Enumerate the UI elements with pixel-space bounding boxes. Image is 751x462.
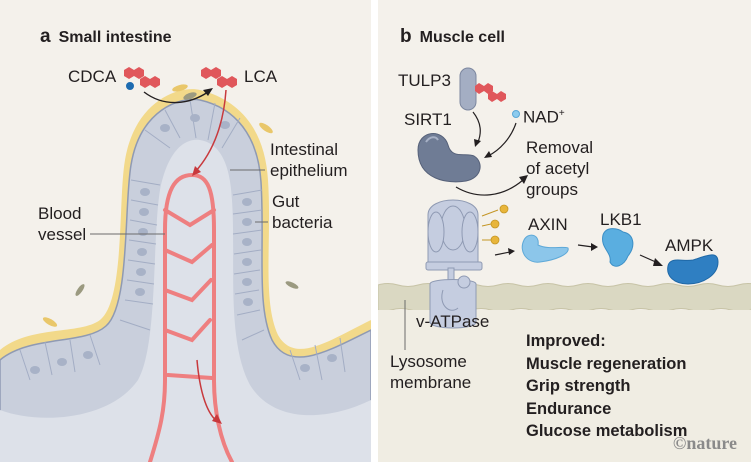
label-v-atpase: v-ATPase — [416, 312, 490, 331]
label-blood-vessel-line2: vessel — [38, 225, 87, 244]
nature-credit: ©nature — [672, 433, 737, 453]
bacteria-sprites — [42, 84, 299, 327]
cdca-molecule — [124, 67, 160, 88]
panel-muscle-cell: b Muscle cell TULP3 SIRT1 NAD+ Removal of… — [378, 0, 751, 462]
axin-protein — [521, 234, 569, 263]
label-lysosome-line1: Lysosome — [390, 352, 467, 371]
arrowhead-red-down — [192, 166, 201, 176]
label-sirt1: SIRT1 — [404, 110, 452, 129]
label-lkb1: LKB1 — [600, 210, 642, 229]
sirt1-protein — [417, 133, 481, 183]
label-blood-vessel: Blood vessel — [38, 203, 86, 245]
lkb1-protein — [602, 228, 634, 267]
label-gut-bacteria: Gut bacteria — [272, 191, 332, 233]
arrowhead-lkb1 — [591, 243, 598, 251]
outcomes-heading: Improved: — [526, 332, 606, 350]
label-cdca: CDCA — [68, 67, 117, 86]
arrow-axin-to-lkb1 — [577, 244, 594, 248]
nad-molecule — [512, 110, 520, 118]
panel-letter-b: b — [400, 26, 412, 47]
conversion-arrow — [143, 91, 209, 104]
sirt1-highlight — [425, 136, 439, 143]
bile-acid-arrow-into-vessel — [194, 89, 227, 173]
outcome-item: Endurance — [526, 399, 612, 418]
label-removal-line2: of acetyl — [526, 159, 590, 178]
outcome-item: Grip strength — [526, 377, 631, 395]
label-intestinal-epithelium: Intestinal epithelium — [270, 139, 348, 181]
improved-outcomes-list: Improved: Muscle regeneration Grip stren… — [526, 330, 687, 443]
acetyl-bonds — [481, 209, 499, 241]
arrowhead-red-bottom — [212, 414, 222, 424]
v-atpase-complex — [425, 199, 483, 329]
label-gut-bacteria-line2: bacteria — [272, 213, 333, 232]
ampk-protein — [667, 254, 719, 285]
label-removal-line3: groups — [526, 180, 578, 199]
label-tulp3: TULP3 — [398, 71, 451, 90]
panel-a-title: a Small intestine — [40, 26, 172, 48]
label-removal-acetyl: Removal of acetyl groups — [526, 137, 593, 200]
villus-core — [0, 139, 371, 462]
tulp3-bound-bile-acid — [475, 83, 506, 102]
muscle-cell-illustration — [378, 67, 751, 462]
lca-molecule — [201, 67, 237, 88]
arrowhead-nad — [484, 151, 492, 158]
panel-letter-a: a — [40, 26, 51, 47]
blood-vessel — [148, 172, 234, 462]
arrowhead-axin — [508, 248, 515, 255]
label-nad-text: NAD — [523, 107, 559, 127]
label-lysosome-line2: membrane — [390, 373, 472, 392]
arrow-nad-to-sirt1 — [487, 122, 517, 157]
label-blood-vessel-line1: Blood — [38, 204, 82, 223]
arrowhead-tulp3 — [474, 139, 481, 147]
arrow-vatpase-to-axin — [494, 251, 511, 256]
cell-nuclei — [30, 114, 337, 374]
conversion-arrowhead — [203, 88, 213, 96]
cdca-hydroxyl-dot — [126, 82, 134, 90]
panel-small-intestine: a Small intestine CDCA LCA Intestinal epi… — [0, 0, 371, 462]
arrowhead-ampk — [653, 258, 663, 266]
label-gut-bacteria-line1: Gut — [272, 192, 300, 211]
tulp3-protein — [459, 67, 477, 111]
label-intestinal-epithelium-line2: epithelium — [270, 161, 348, 180]
small-intestine-illustration — [0, 67, 371, 462]
panel-a-title-text: Small intestine — [58, 29, 172, 46]
outcome-item: Glucose metabolism — [526, 422, 688, 440]
panel-b-title: b Muscle cell — [400, 26, 505, 48]
arrowhead-removal — [519, 175, 528, 184]
outcome-item: Muscle regeneration — [526, 354, 687, 373]
label-lca: LCA — [244, 67, 278, 86]
arrow-removal-acetyl — [455, 179, 524, 196]
label-axin: AXIN — [528, 215, 568, 234]
lumen-fill — [378, 310, 751, 462]
label-removal-line1: Removal — [526, 138, 594, 157]
label-intestinal-epithelium-line1: Intestinal — [270, 140, 339, 159]
label-lysosome-membrane: Lysosome membrane — [390, 351, 471, 393]
arrow-tulp3-to-sirt1 — [472, 111, 481, 143]
label-nad: NAD+ — [523, 104, 565, 128]
label-nad-superscript: + — [558, 108, 565, 119]
panel-b-title-text: Muscle cell — [419, 29, 505, 46]
acetyl-groups — [490, 204, 509, 245]
label-ampk: AMPK — [665, 236, 714, 255]
epithelial-cells — [19, 99, 346, 381]
